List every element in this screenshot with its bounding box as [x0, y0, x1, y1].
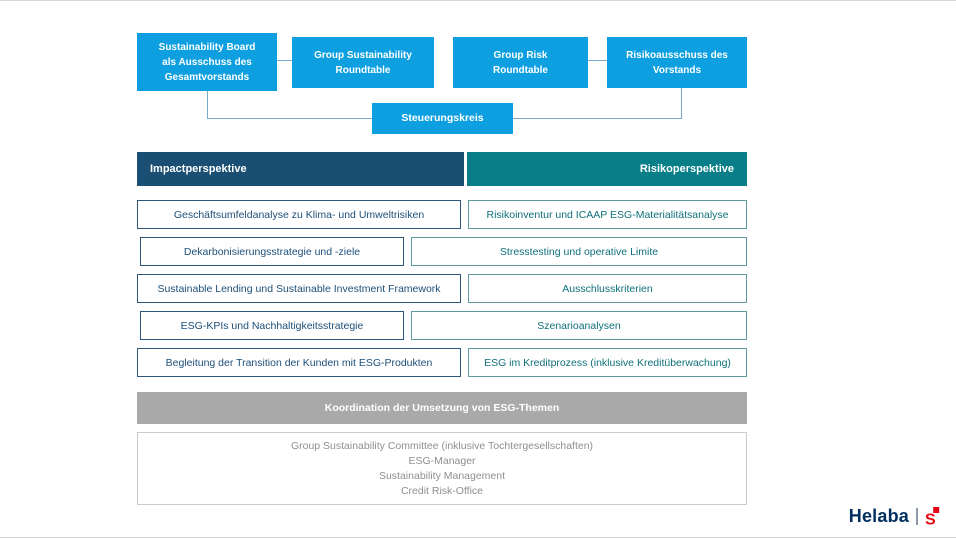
connector-line [277, 60, 292, 61]
header-impactperspektive: Impactperspektive [137, 152, 464, 186]
risk-cell: Ausschlusskriterien [468, 274, 747, 303]
box-steuerungskreis: Steuerungskreis [372, 103, 513, 134]
risk-cell: Szenarioanalysen [411, 311, 747, 340]
impact-cell: Begleitung der Transition der Kunden mit… [137, 348, 461, 377]
top-edge-line [0, 0, 956, 1]
matrix-row: Dekarbonisierungsstrategie und -ziele St… [137, 237, 747, 266]
impact-cell: Geschäftsumfeldanalyse zu Klima- und Umw… [137, 200, 461, 229]
committee-line: Sustainability Management [378, 469, 506, 482]
box-sustainability-board: Sustainability Board als Ausschuss des G… [137, 33, 277, 91]
impact-cell: Dekarbonisierungsstrategie und -ziele [140, 237, 404, 266]
matrix-row: ESG-KPIs und Nachhaltigkeitsstrategie Sz… [137, 311, 747, 340]
svg-text:S: S [925, 512, 936, 527]
coordination-bar: Koordination der Umsetzung von ESG-Theme… [137, 392, 747, 424]
impact-cell: Sustainable Lending und Sustainable Inve… [137, 274, 461, 303]
header-risikoperspektive: Risikoperspektive [467, 152, 747, 186]
risk-cell: Stresstesting und operative Limite [411, 237, 747, 266]
committee-box: Group Sustainability Committee (inklusiv… [137, 432, 747, 505]
helaba-logo: Helaba S [849, 506, 940, 527]
matrix-row: Begleitung der Transition der Kunden mit… [137, 348, 747, 377]
logo-separator [916, 508, 918, 525]
connector-line [207, 118, 372, 119]
connector-line [588, 60, 607, 61]
risk-cell: Risikoinventur und ICAAP ESG-Materialitä… [468, 200, 747, 229]
matrix-row: Sustainable Lending und Sustainable Inve… [137, 274, 747, 303]
box-group-sustainability-roundtable: Group Sustainability Roundtable [292, 37, 434, 88]
box-group-risk-roundtable: Group Risk Roundtable [453, 37, 588, 88]
risk-cell: ESG im Kreditprozess (inklusive Kreditüb… [468, 348, 747, 377]
connector-line [513, 118, 681, 119]
impact-cell: ESG-KPIs und Nachhaltigkeitsstrategie [140, 311, 404, 340]
sparkasse-s-icon: S [925, 507, 940, 526]
connector-line [207, 91, 208, 119]
committee-line: Group Sustainability Committee (inklusiv… [290, 439, 594, 452]
matrix-row: Geschäftsumfeldanalyse zu Klima- und Umw… [137, 200, 747, 229]
connector-line [681, 88, 682, 119]
helaba-wordmark: Helaba [848, 506, 909, 526]
box-risikoausschuss-des-vorstands: Risikoausschuss des Vorstands [607, 37, 747, 88]
committee-line: ESG-Manager [408, 454, 476, 467]
committee-line: Credit Risk-Office [400, 484, 484, 497]
